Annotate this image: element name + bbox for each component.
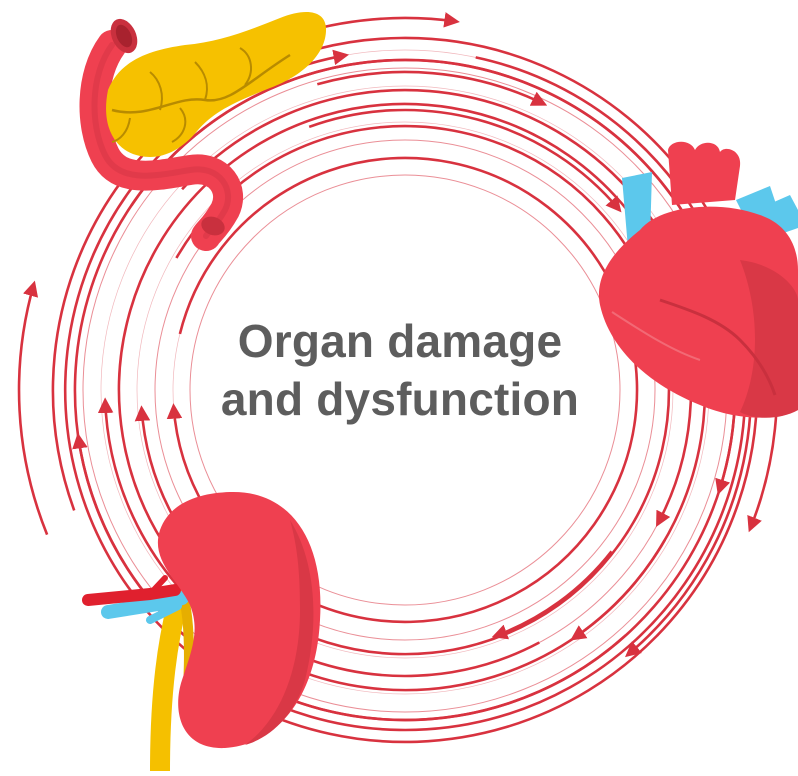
kidney-icon (88, 492, 320, 771)
center-title: Organ damage and dysfunction (190, 312, 610, 428)
heart-icon (599, 142, 798, 418)
center-title-line-2: and dysfunction (190, 370, 610, 428)
cycle-arrow (627, 414, 750, 655)
cycle-arrow (19, 284, 47, 535)
pancreas-icon (95, 12, 327, 239)
center-title-line-1: Organ damage (190, 312, 610, 370)
